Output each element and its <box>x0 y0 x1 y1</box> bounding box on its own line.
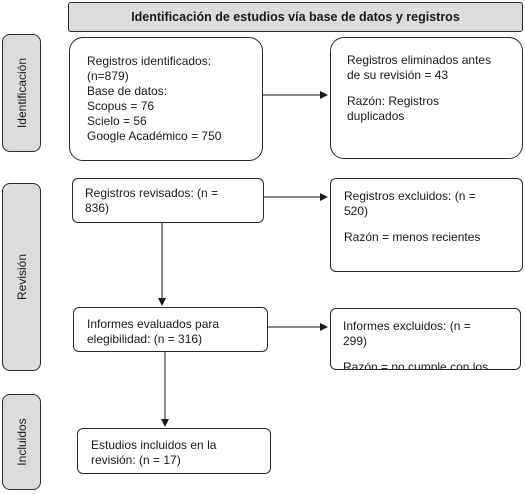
box-records-removed: Registros eliminados antes de su revisió… <box>330 37 523 159</box>
text-line: (n=879) <box>87 69 129 83</box>
phase-identificacion: Identificación <box>2 34 41 152</box>
text-line: Registros excluidos: (n = <box>344 189 476 203</box>
diagram-header: Identificación de estudios vía base de d… <box>68 2 523 32</box>
text-line: 836) <box>85 201 110 215</box>
header-title: Identificación de estudios vía base de d… <box>131 10 460 24</box>
box-records-identified: Registros identificados: (n=879) Base de… <box>69 37 263 161</box>
text-line: Registros revisados: (n = <box>85 186 219 200</box>
box-records-excluded: Registros excluidos: (n = 520) Razón = m… <box>330 178 523 272</box>
text-line: Razón = menos recientes <box>344 230 481 244</box>
text-line: duplicados <box>347 109 405 123</box>
text-line: Razón = no cumple con los <box>343 360 489 370</box>
box-reports-assessed: Informes evaluados para elegibilidad: (n… <box>73 307 268 352</box>
text-line: revisión: (n = 17) <box>91 453 181 467</box>
text-line: Base de datos: <box>87 84 168 98</box>
text-line: 299) <box>343 334 368 348</box>
text-line: Scopus = 76 <box>87 99 155 113</box>
text-line: 520) <box>344 204 369 218</box>
text-line: de su revisión = 43 <box>347 68 449 82</box>
text-line: Estudios incluidos en la <box>91 438 217 452</box>
text-line: elegibilidad: (n = 316) <box>87 332 203 346</box>
phase-revision: Revisión <box>2 183 41 371</box>
phase-incluidos: Incluidos <box>2 394 41 490</box>
text-line: Registros identificados: <box>87 54 212 68</box>
text-line: Razón: Registros <box>347 94 440 108</box>
text-line: Informes evaluados para <box>87 317 220 331</box>
box-records-screened: Registros revisados: (n = 836) <box>72 178 264 223</box>
text-line: Google Académico = 750 <box>87 129 222 143</box>
box-studies-included: Estudios incluidos en la revisión: (n = … <box>77 428 271 474</box>
text-line: Informes excluidos: (n = <box>343 319 471 333</box>
text-line: Scielo = 56 <box>87 114 147 128</box>
text-line: Registros eliminados antes <box>347 53 492 67</box>
box-reports-excluded: Informes excluidos: (n = 299) Razón = no… <box>330 308 521 370</box>
